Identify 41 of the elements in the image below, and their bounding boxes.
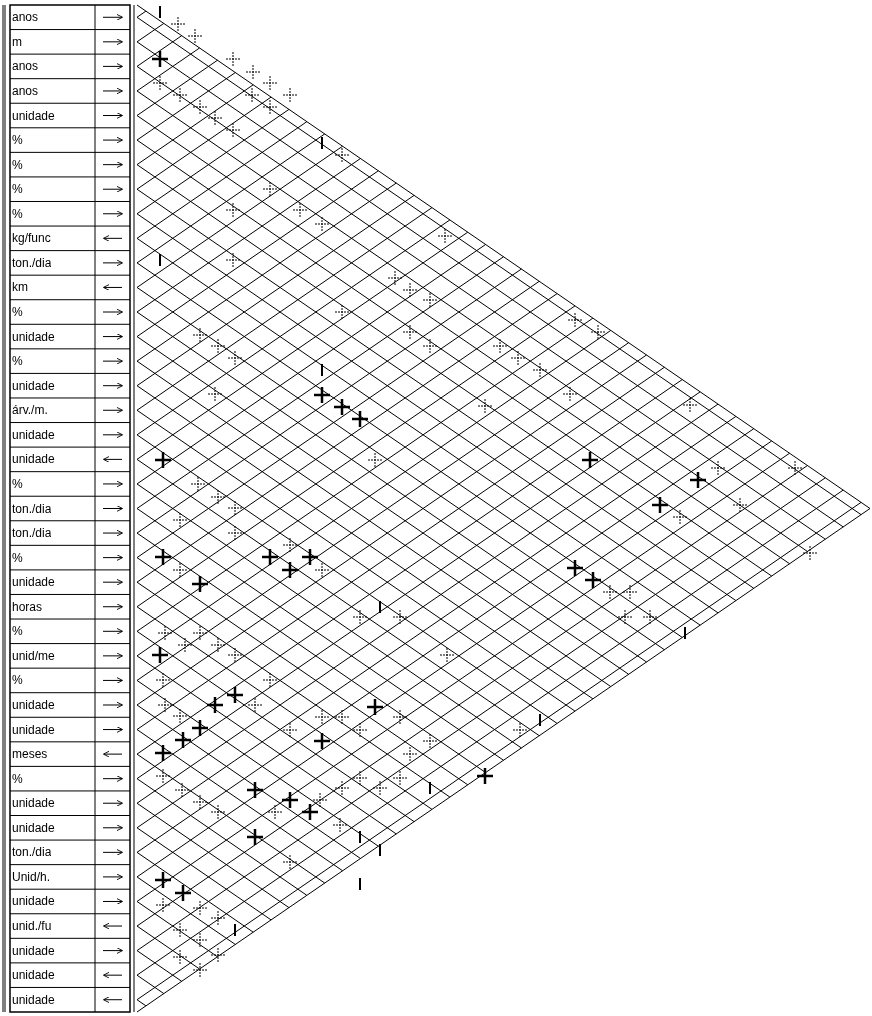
unit-text: unidade	[12, 108, 55, 123]
unit-text: unid/me	[12, 648, 55, 663]
unit-text: %	[12, 476, 23, 491]
unit-text: unidade	[12, 575, 55, 590]
unit-text: unidade	[12, 722, 55, 737]
unit-text: km	[12, 280, 28, 295]
unit-text: %	[12, 673, 23, 688]
unit-text: anos	[12, 59, 39, 74]
unit-text: unidade	[12, 452, 55, 467]
unit-text: %	[12, 550, 23, 565]
unit-text: %	[12, 182, 23, 197]
unit-text: %	[12, 354, 23, 369]
unit-text: unidade	[12, 992, 55, 1007]
unit-text: unidade	[12, 329, 55, 344]
unit-text: unidade	[12, 943, 55, 958]
unit-text: %	[12, 157, 23, 172]
unit-text: Unid/h.	[12, 869, 51, 884]
unit-text: unid./fu	[12, 919, 52, 934]
unit-text: %	[12, 206, 23, 221]
unit-text: ton./dia	[12, 501, 52, 516]
unit-text: unidade	[12, 796, 55, 811]
unit-text: m	[12, 34, 22, 49]
unit-text: unidade	[12, 968, 55, 983]
unit-text: anos	[12, 83, 39, 98]
unit-text: unidade	[12, 427, 55, 442]
unit-text: ton./dia	[12, 526, 52, 541]
unit-text: kg/func	[12, 231, 51, 246]
unit-text: unidade	[12, 820, 55, 835]
unit-text: anos	[12, 10, 39, 25]
unit-text: ton./dia	[12, 255, 52, 270]
unit-text: %	[12, 133, 23, 148]
unit-text: unidade	[12, 894, 55, 909]
unit-text: unidade	[12, 698, 55, 712]
unit-text: ton./dia	[12, 845, 52, 860]
unit-text: %	[12, 624, 23, 639]
unit-text: %	[12, 771, 23, 786]
unit-text: meses	[12, 747, 48, 762]
unit-text: %	[12, 305, 23, 319]
unit-text: horas	[12, 599, 43, 614]
unit-text: árv./m.	[12, 403, 48, 418]
unit-text: unidade	[12, 378, 55, 393]
